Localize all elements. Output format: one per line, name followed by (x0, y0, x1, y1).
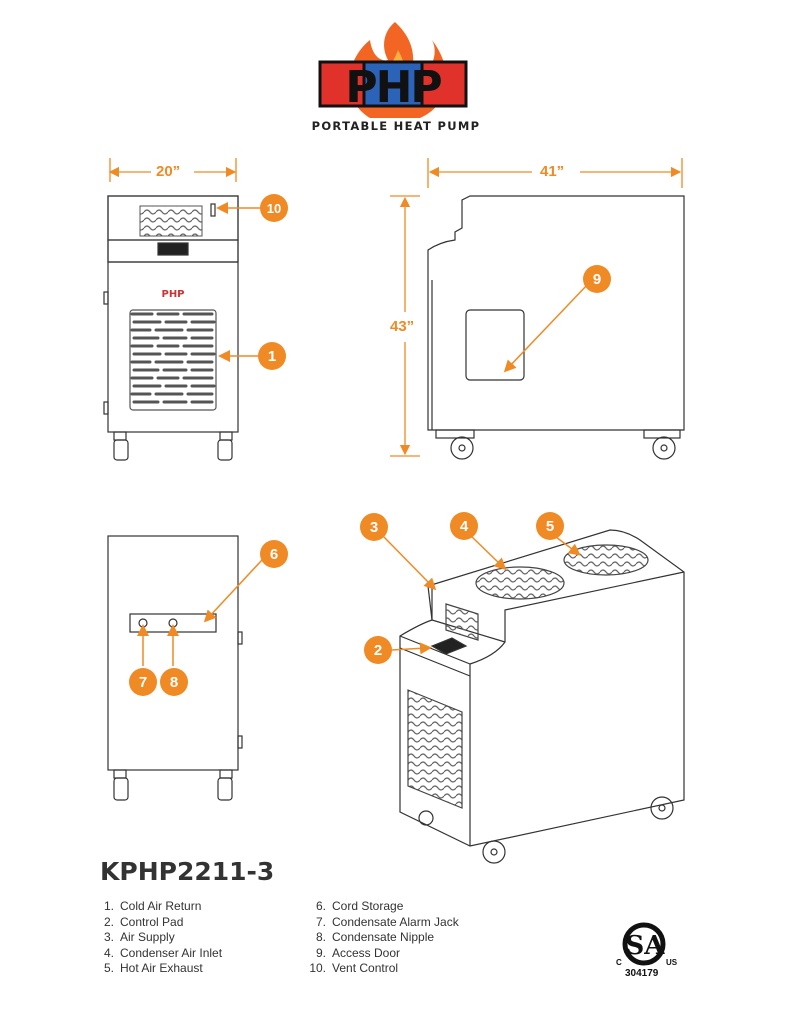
width-dimension-label: 20” (156, 163, 181, 180)
svg-text:5: 5 (546, 518, 554, 535)
list-item: 7.Condensate Alarm Jack (315, 914, 459, 929)
svg-text:9: 9 (593, 271, 601, 288)
isometric-unit (399, 529, 685, 864)
callout-4: 4 (450, 512, 478, 540)
csa-number: 304179 (625, 968, 659, 979)
front-view-unit: PHP (103, 195, 239, 461)
height-dimension (390, 195, 420, 457)
list-item: 1.Cold Air Return (103, 899, 202, 913)
callout-8: 8 (160, 668, 188, 696)
svg-text:PHP: PHP (161, 289, 184, 300)
csa-c-label: C (616, 958, 622, 967)
svg-text:8: 8 (170, 674, 178, 691)
parts-list-column-1: 1.Cold Air Return 2.Control Pad 3.Air Su… (100, 899, 222, 977)
depth-dimension-label: 41” (540, 163, 565, 180)
callout-9: 9 (583, 265, 611, 293)
svg-text:1: 1 (268, 348, 276, 365)
model-number: KPHP2211-3 (100, 857, 275, 886)
svg-text:6: 6 (270, 546, 278, 563)
parts-list-column-2: 6.Cord Storage 7.Condensate Alarm Jack 8… (308, 899, 459, 977)
callout-10: 10 (260, 194, 288, 222)
csa-us-label: US (666, 958, 678, 967)
brand-subtitle: PORTABLE HEAT PUMP (311, 119, 481, 133)
list-item: 4.Condenser Air Inlet (103, 945, 223, 960)
callout-2: 2 (364, 636, 392, 664)
side-depth-dimension (427, 158, 683, 188)
callout-3: 3 (360, 513, 388, 541)
front-width-dimension (108, 158, 237, 182)
callout-6: 6 (260, 540, 288, 568)
callout-1: 1 (258, 342, 286, 370)
php-logo: PHP (318, 22, 468, 118)
svg-text:3: 3 (370, 519, 378, 536)
svg-text:PHP: PHP (345, 62, 441, 113)
list-item: 6.Cord Storage (315, 899, 404, 913)
rear-view-unit (107, 535, 243, 801)
svg-text:10: 10 (267, 201, 281, 216)
csa-certification-logo: SA (622, 922, 666, 966)
list-item: 10.Vent Control (309, 961, 399, 975)
list-item: 9.Access Door (315, 945, 401, 960)
side-view-unit (427, 195, 685, 460)
list-item: 3.Air Supply (103, 930, 175, 944)
svg-text:4: 4 (460, 518, 469, 535)
list-item: 8.Condensate Nipple (315, 930, 435, 944)
list-item: 5.Hot Air Exhaust (103, 961, 203, 975)
list-item: 2.Control Pad (103, 914, 184, 929)
callout-7: 7 (129, 668, 157, 696)
svg-text:7: 7 (139, 674, 147, 691)
height-dimension-label: 43” (390, 318, 415, 335)
callout-5: 5 (536, 512, 564, 540)
svg-text:2: 2 (374, 642, 382, 659)
svg-text:SA: SA (626, 931, 666, 961)
